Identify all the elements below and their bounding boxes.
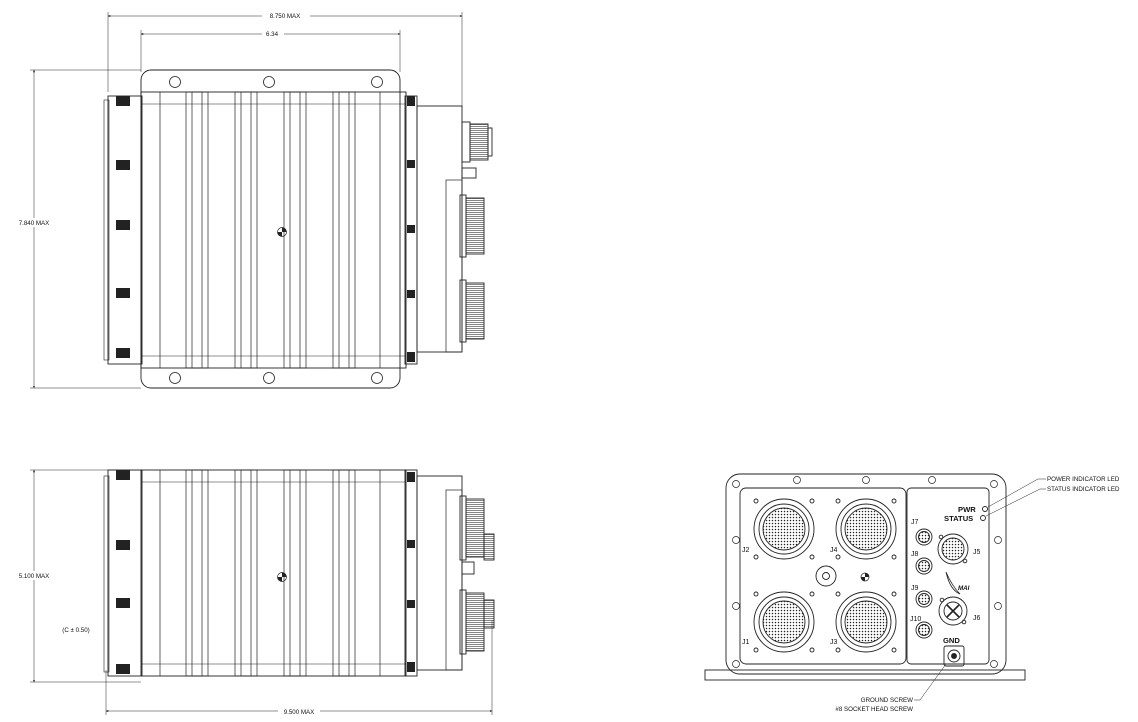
chassis-body: [140, 91, 407, 369]
mounting-holes: [169, 76, 383, 384]
front-cg-marker: [860, 572, 870, 582]
dim-side-height-label: 5.100 MAX: [19, 573, 50, 580]
label-gnd: GND: [943, 636, 960, 645]
base-flange: [704, 669, 1026, 681]
side-left-end-cap: [107, 469, 143, 677]
side-connector-housing: [416, 475, 463, 671]
front-left-panel: [739, 487, 907, 665]
top-view: 8.750 MAX 6.34 7.840 MAX: [14, 11, 493, 389]
label-j4: J4: [830, 547, 838, 554]
side-view: 5.100 MAX (C ± 0.50) 9.500 MAX: [14, 469, 495, 716]
dim-side-overall-width-label: 9.500 MAX: [284, 709, 315, 716]
front-view: MAI: [704, 473, 1046, 701]
side-chassis-body: [140, 469, 407, 677]
perimeter-screws: [732, 476, 1002, 668]
side-connectors: [459, 495, 495, 655]
connector-j8: [915, 557, 933, 575]
center-of-gravity-marker: [277, 227, 287, 237]
mai-logo: MAI: [945, 571, 970, 595]
label-j9: J9: [911, 585, 919, 592]
dim-top-inner-width: 6.34: [140, 29, 401, 72]
callout-ground-screw: GROUND SCREW: [861, 697, 913, 704]
connector-j3: [835, 591, 897, 653]
power-led: [982, 506, 988, 512]
callout-labels: POWER INDICATOR LED STATUS INDICATOR LED…: [835, 476, 1120, 713]
label-j3: J3: [830, 639, 838, 646]
callout-socket-head-screw: #8 SOCKET HEAD SCREW: [835, 706, 913, 713]
connector-j5: [937, 533, 969, 565]
dim-top-height-label: 7.840 MAX: [19, 220, 50, 227]
front-right-panel: [906, 487, 990, 665]
connector-j9: [915, 590, 933, 608]
ground-screw: [943, 645, 965, 667]
dim-top-overall-width: 8.750 MAX: [107, 11, 463, 108]
connector-j2: [753, 498, 815, 560]
status-led: [980, 515, 986, 521]
cg-tolerance-label: (C ± 0.50): [62, 627, 89, 634]
connector-j7: [915, 528, 933, 546]
mounting-plate: [140, 69, 401, 389]
label-status: STATUS: [944, 514, 973, 523]
dim-top-inner-width-label: 6.34: [266, 31, 279, 38]
connector-j10: [915, 621, 933, 639]
side-center-of-gravity-marker: [277, 572, 287, 582]
connector-j1: [753, 591, 815, 653]
front-view-labels: J2 J4 J1 J3 J7 J8 J9 J10 J5 J6 PWR STATU…: [742, 505, 981, 646]
left-fasteners: [116, 96, 130, 358]
callout-power-led: POWER INDICATOR LED: [1047, 476, 1120, 483]
label-j6: J6: [973, 615, 981, 622]
side-cooling-fins: [159, 469, 381, 677]
small-connector: [461, 167, 477, 179]
label-pwr: PWR: [958, 505, 976, 514]
dim-top-height: 7.840 MAX: [14, 69, 141, 389]
dim-side-height: 5.100 MAX: [14, 469, 141, 683]
connector-j6: [938, 596, 968, 626]
dim-side-overall-width: 9.500 MAX: [105, 620, 493, 716]
side-connector-lower: [459, 279, 485, 343]
label-j7: J7: [911, 519, 919, 526]
callout-leaders: [914, 478, 1046, 701]
dim-top-overall-width-label: 8.750 MAX: [270, 13, 301, 20]
connector-housing: [416, 105, 463, 353]
side-connector-upper: [459, 194, 485, 258]
connector-j4: [835, 498, 897, 560]
mai-logo-text: MAI: [958, 585, 970, 592]
top-connector-j5: [461, 121, 493, 163]
label-j8: J8: [911, 551, 919, 558]
front-housing: [725, 473, 1007, 675]
cooling-fins: [159, 91, 381, 369]
label-j1: J1: [742, 639, 750, 646]
callout-status-led: STATUS INDICATOR LED: [1047, 486, 1120, 493]
label-j10: J10: [910, 616, 921, 623]
label-j2: J2: [742, 547, 750, 554]
label-j5: J5: [973, 549, 981, 556]
pressure-vent: [815, 565, 837, 587]
